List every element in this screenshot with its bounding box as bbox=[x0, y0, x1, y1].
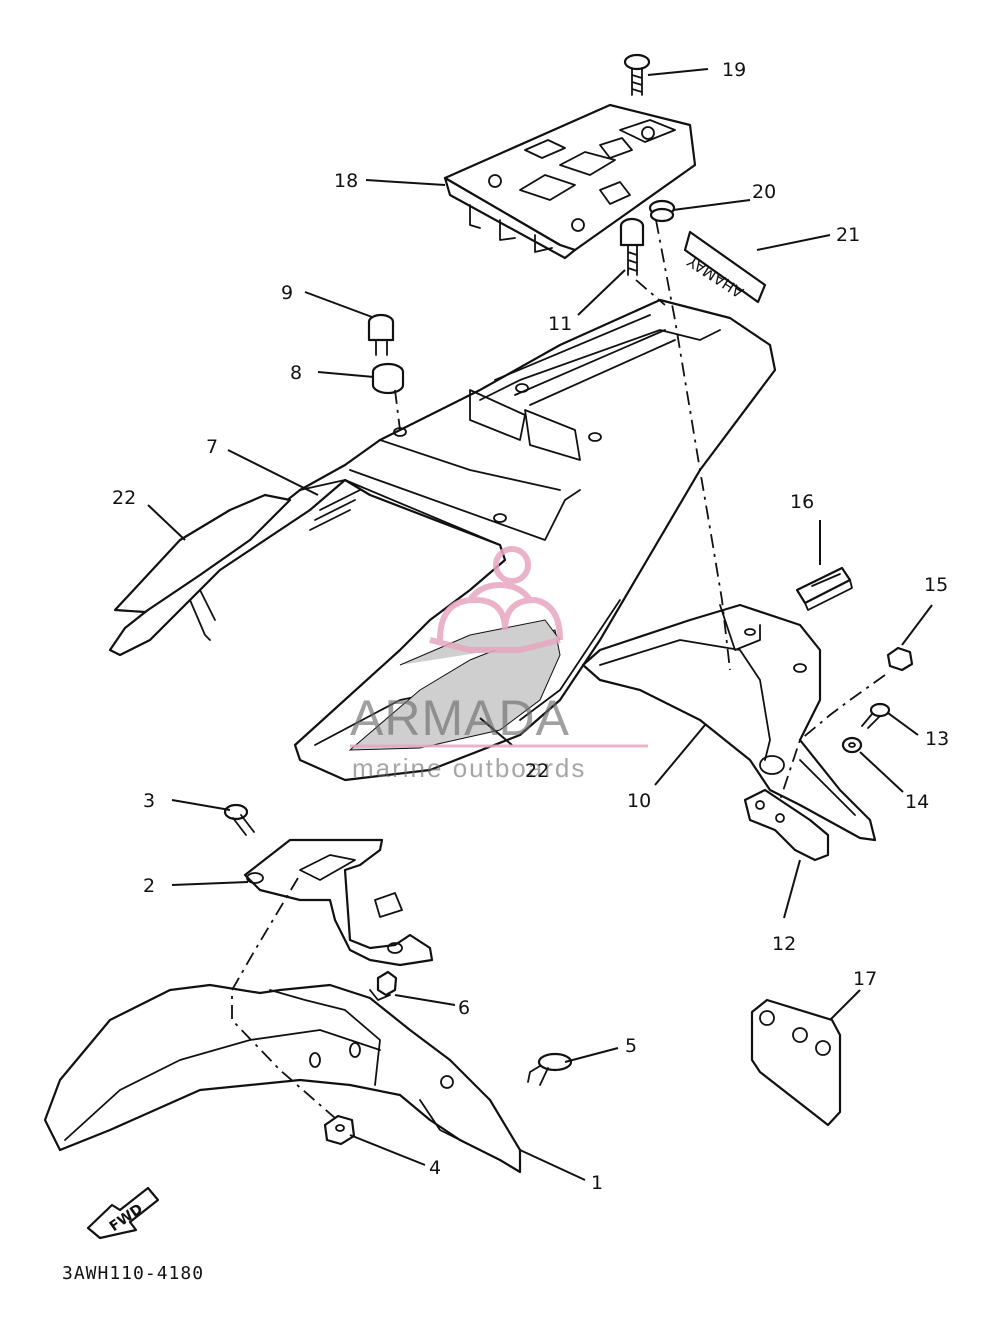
label-part-17: 17 bbox=[853, 968, 877, 990]
reflector-part-16 bbox=[795, 566, 853, 611]
fwd-arrow-icon: FWD bbox=[86, 1186, 160, 1240]
alignment-lines bbox=[231, 219, 886, 1119]
watermark-logo-icon bbox=[429, 546, 563, 653]
nut-part-4 bbox=[323, 1114, 356, 1146]
front-fender-part-1 bbox=[43, 983, 522, 1174]
label-part-22-left: 22 bbox=[112, 487, 136, 509]
watermark-brand: ARMADA bbox=[350, 690, 570, 746]
label-part-1: 1 bbox=[591, 1172, 603, 1194]
grommet-part-8 bbox=[371, 362, 405, 395]
label-part-3: 3 bbox=[143, 790, 155, 812]
label-part-13: 13 bbox=[925, 728, 949, 750]
screw-part-13 bbox=[861, 702, 891, 729]
label-part-2: 2 bbox=[143, 875, 155, 897]
label-part-5: 5 bbox=[625, 1035, 637, 1057]
armada-watermark: ARMADA marine outboards bbox=[350, 546, 648, 783]
label-part-11: 11 bbox=[548, 313, 572, 335]
bolt-part-6 bbox=[369, 970, 398, 1001]
label-part-19: 19 bbox=[722, 59, 746, 81]
bolt-part-3 bbox=[223, 803, 255, 836]
label-part-22-right: 22 bbox=[525, 760, 549, 782]
label-part-14: 14 bbox=[905, 791, 929, 813]
carrier-part-18 bbox=[443, 103, 697, 260]
rear-fender-part-10 bbox=[581, 603, 877, 842]
label-part-6: 6 bbox=[458, 997, 470, 1019]
label-part-9: 9 bbox=[281, 282, 293, 304]
label-part-15: 15 bbox=[924, 574, 948, 596]
leader-lines bbox=[147, 68, 933, 1181]
nut-part-15 bbox=[886, 646, 914, 672]
label-part-21: 21 bbox=[836, 224, 860, 246]
label-part-20: 20 bbox=[752, 181, 776, 203]
grommet-part-20 bbox=[648, 199, 676, 223]
plate-part-17 bbox=[750, 998, 842, 1127]
label-part-8: 8 bbox=[290, 362, 302, 384]
rear-frame-part-7 bbox=[108, 298, 777, 782]
bolt-part-19 bbox=[623, 53, 651, 96]
side-cover-part-22-left bbox=[113, 493, 292, 614]
side-cover-part-22-right bbox=[348, 619, 561, 751]
bracket-part-12 bbox=[743, 788, 830, 862]
label-part-18: 18 bbox=[334, 170, 358, 192]
bolt-part-11 bbox=[619, 217, 645, 276]
watermark-tagline: marine outboards bbox=[352, 753, 586, 783]
plug-part-5 bbox=[527, 1052, 573, 1086]
label-part-7: 7 bbox=[206, 436, 218, 458]
label-part-16: 16 bbox=[790, 491, 814, 513]
label-part-12: 12 bbox=[772, 933, 796, 955]
part-number-labels: 19 18 20 21 9 11 8 7 22 16 15 13 22 10 1… bbox=[112, 59, 949, 1194]
emblem-part-21: YAMAHA bbox=[683, 230, 767, 304]
label-part-4: 4 bbox=[429, 1157, 441, 1179]
diagram-code: 3AWH110-4180 bbox=[62, 1263, 205, 1284]
front-bracket-part-2 bbox=[243, 838, 434, 967]
washer-part-14 bbox=[841, 736, 863, 754]
label-part-10: 10 bbox=[627, 790, 651, 812]
bolt-part-9 bbox=[367, 313, 395, 356]
